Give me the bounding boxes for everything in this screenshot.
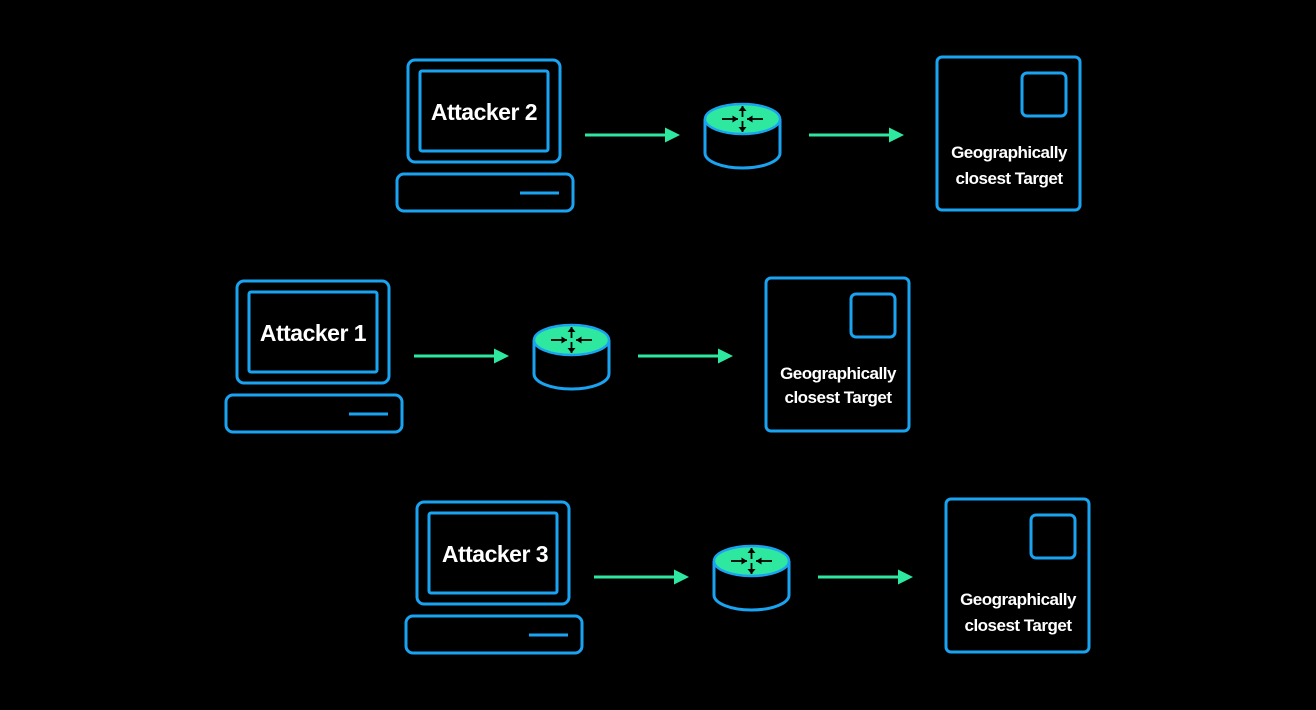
target-label-line1: Geographically [960, 590, 1077, 609]
attacker-label: Attacker 1 [260, 320, 367, 346]
diagram-row-attacker-1: Attacker 1 [224, 276, 911, 434]
target-label-line1: Geographically [780, 364, 897, 383]
diagram-row-attacker-2: Attacker 2 [395, 55, 1082, 213]
arrow-router-to-target [818, 569, 913, 585]
arrow-attacker-to-router [585, 127, 680, 143]
target-label-line2: closest Target [955, 169, 1063, 188]
arrow-attacker-to-router [594, 569, 689, 585]
router-icon [532, 323, 611, 391]
router-arrows-icon [731, 548, 772, 574]
target-label-line1: Geographically [951, 143, 1068, 162]
target-server-icon [764, 276, 911, 433]
arrow-router-to-target [638, 348, 733, 364]
attacker-computer-icon [395, 58, 575, 213]
attacker-computer-icon [224, 279, 404, 434]
router-arrows-icon [722, 106, 763, 132]
diagram-row-attacker-3: Attacker 3 [404, 497, 1091, 655]
attacker-computer-icon [404, 500, 584, 655]
attacker-label: Attacker 2 [431, 99, 537, 125]
arrow-router-to-target [809, 127, 904, 143]
target-label-line2: closest Target [784, 388, 892, 407]
router-icon [712, 544, 791, 612]
attacker-label: Attacker 3 [442, 541, 548, 567]
router-arrows-icon [551, 327, 592, 353]
router-icon [703, 102, 782, 170]
target-server-icon [944, 497, 1091, 654]
target-server-icon [935, 55, 1082, 212]
arrow-attacker-to-router [414, 348, 509, 364]
target-label-line2: closest Target [964, 616, 1072, 635]
